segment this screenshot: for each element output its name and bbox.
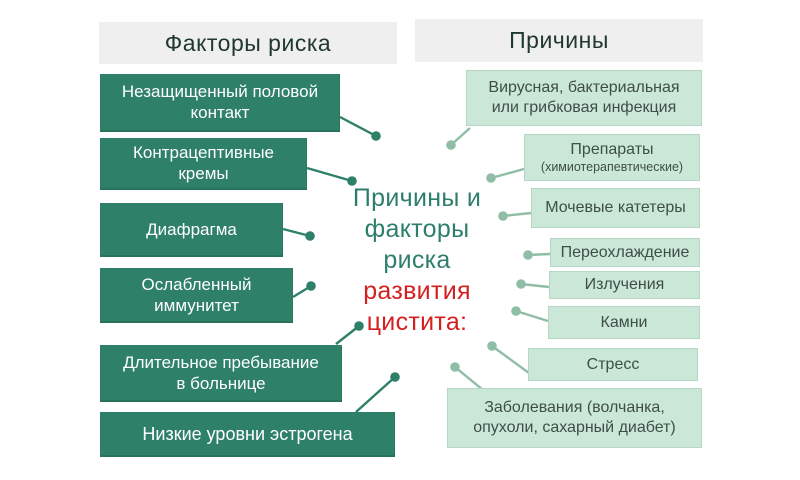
risk-factor-box: Низкие уровни эстрогена [100, 412, 395, 457]
cause-box: Вирусная, бактериальная или грибковая ин… [466, 70, 702, 126]
risk-factor-box: Незащищенный половой контакт [100, 74, 340, 132]
box-label: Мочевые катетеры [545, 199, 686, 217]
connector-dot [450, 362, 460, 372]
header-causes-label: Причины [509, 27, 609, 53]
connector-line [306, 166, 353, 183]
connector-line [491, 345, 530, 374]
cause-box: Мочевые катетеры [531, 188, 700, 228]
connector-dot [354, 321, 364, 331]
connector-dot [347, 176, 357, 186]
cause-box: Стресс [528, 348, 698, 381]
box-label: Диафрагма [146, 219, 237, 239]
connector-line [490, 167, 525, 180]
center-title-line: Причины и [352, 184, 482, 212]
box-label: Препараты [570, 140, 654, 158]
center-title-line: развития [363, 277, 471, 305]
header-causes: Причины [415, 19, 703, 62]
connector-dot [498, 211, 508, 221]
connector-dot [306, 281, 316, 291]
connector-dot [390, 372, 400, 382]
center-title-line: цистита: [366, 308, 468, 336]
connector-line [335, 325, 360, 345]
risk-factor-box: Ослабленный иммунитет [100, 268, 293, 323]
connector-line [454, 366, 484, 391]
connector-dot [511, 306, 521, 316]
cause-box: Препараты (химиотерапевтические) [524, 134, 700, 181]
box-label: Излучения [584, 276, 665, 294]
cause-box: Заболевания (волчанка, опухоли, сахарный… [447, 388, 702, 448]
cause-box: Камни [548, 306, 700, 339]
box-label: Камни [600, 313, 648, 331]
header-risk-factors: Факторы риска [99, 22, 397, 64]
center-title-line: факторы [364, 215, 470, 243]
cause-box: Переохлаждение [550, 238, 700, 267]
connector-line [515, 309, 549, 323]
connector-dot [516, 279, 526, 289]
box-label: Незащищенный половой контакт [121, 82, 319, 122]
center-title: Причины и факторы риска развития цистита: [327, 183, 507, 338]
box-label: Переохлаждение [560, 243, 690, 261]
box-label: Вирусная, бактериальная или грибковая ин… [488, 79, 680, 116]
connector-dot [523, 250, 533, 260]
box-label: Ослабленный иммунитет [141, 274, 252, 315]
box-sublabel: (химиотерапевтические) [540, 160, 684, 175]
connector-dot [371, 131, 381, 141]
center-title-line: риска [383, 246, 451, 274]
risk-factor-box: Длительное пребывание в больнице [100, 345, 342, 402]
header-risk-factors-label: Факторы риска [164, 29, 332, 56]
connector-dot [446, 140, 456, 150]
connector-line [355, 376, 396, 413]
risk-factor-box: Диафрагма [100, 203, 283, 257]
connector-dot [487, 341, 497, 351]
cause-box: Излучения [549, 271, 700, 299]
box-label: Длительное пребывание в больнице [123, 352, 319, 393]
connector-dot [305, 231, 315, 241]
connector-line [339, 115, 377, 138]
box-label: Заболевания (волчанка, опухоли, сахарный… [473, 399, 676, 436]
box-label: Стресс [586, 355, 640, 373]
box-label: Контрацептивные кремы [132, 143, 275, 183]
box-label: Низкие уровни эстрогена [142, 423, 353, 444]
connector-dot [486, 173, 496, 183]
risk-factor-box: Контрацептивные кремы [100, 138, 307, 190]
